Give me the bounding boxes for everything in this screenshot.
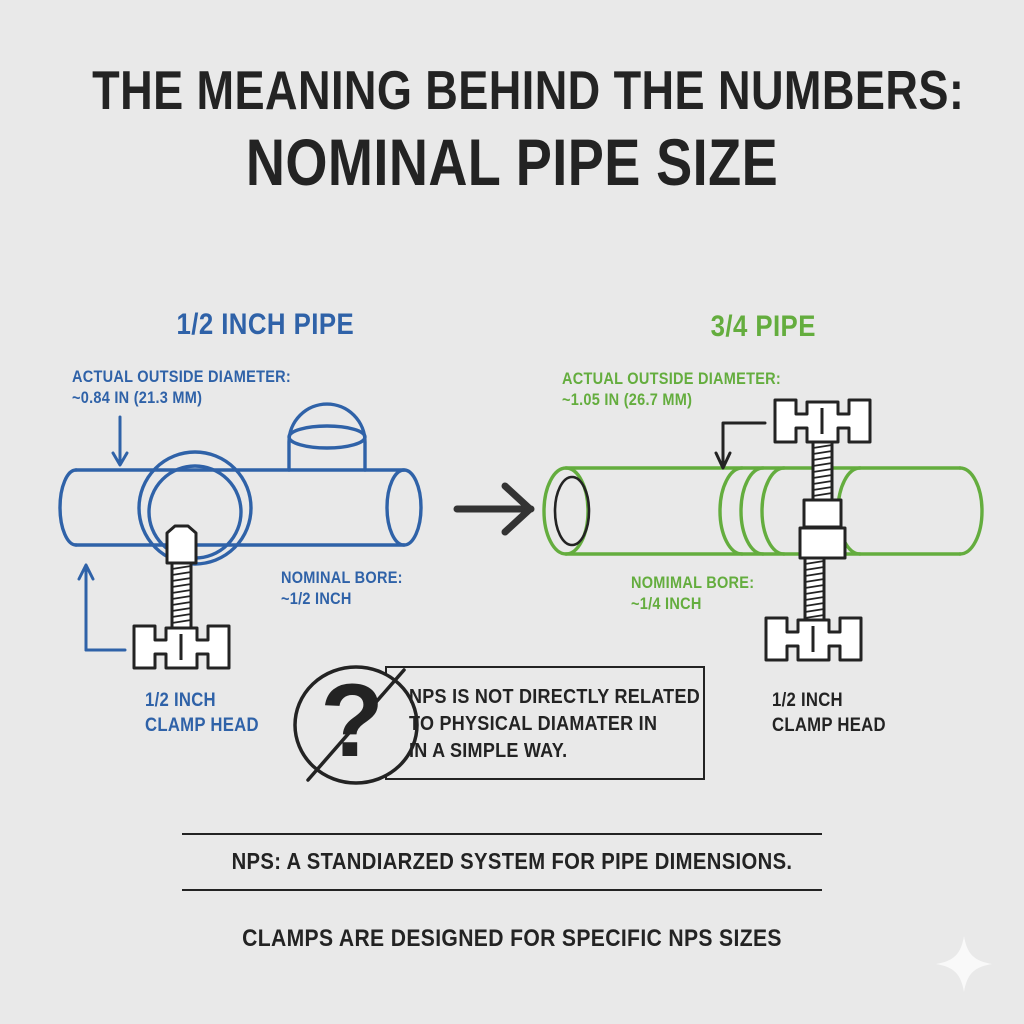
no-question-mark-icon: ? <box>293 663 419 785</box>
footer-divider-bottom <box>182 889 822 891</box>
od-arrow-head-left <box>111 451 129 467</box>
right-pipe-assembly <box>542 466 984 556</box>
bolt-threads-right-top <box>812 444 833 497</box>
bolt-head-left <box>165 524 198 565</box>
callout-line-2: TO PHYSICAL DIAMATER IN <box>409 713 658 735</box>
clamp-head-right-bottom <box>764 616 863 662</box>
clamp-head-right-top <box>773 398 872 444</box>
sparkle-icon <box>936 936 992 992</box>
right-bore-value: ~1/4 INCH <box>631 595 702 613</box>
right-pipe-bore <box>553 475 591 547</box>
left-bore-value: ~1/2 INCH <box>281 590 352 608</box>
right-od-value: ~1.05 IN (26.7 MM) <box>562 391 693 409</box>
left-bore-label: NOMINAL BORE: <box>281 569 403 587</box>
left-clamp-label-line-2: CLAMP HEAD <box>145 715 259 736</box>
right-annotation-arrow <box>714 421 767 470</box>
poster-title: THE MEANING BEHIND THE NUMBERS: NOMINAL … <box>0 60 1024 200</box>
callout-line-1: NPS IS NOT DIRECTLY RELATED <box>409 686 700 708</box>
footer-statement-2: CLAMPS ARE DESIGNED FOR SPECIFIC NPS SIZ… <box>242 925 782 952</box>
bolt-head-right-bottom <box>798 526 847 560</box>
footer-statement-1: NPS: A STANDIARZED SYSTEM FOR PIPE DIMEN… <box>231 848 793 874</box>
left-annotation-arrows <box>77 415 129 652</box>
right-clamp-label-line-2: CLAMP HEAD <box>772 715 886 736</box>
left-clamp-hardware <box>132 524 231 670</box>
left-od-label: ACTUAL OUTSIDE DIAMETER: <box>72 368 292 386</box>
left-outside-diameter-annotation: ACTUAL OUTSIDE DIAMETER: ~0.84 IN (21.3 … <box>72 367 291 409</box>
callout-line-3: IN A SIMPLE WAY. <box>409 740 568 762</box>
right-clamp-head-label: 1/2 INCH CLAMP HEAD <box>772 688 886 738</box>
bolt-threads-left <box>171 565 192 624</box>
bolt-threads-right-bottom <box>804 560 825 619</box>
right-clamp-label-line-1: 1/2 INCH <box>772 690 843 711</box>
left-nominal-bore-annotation: NOMINAL BORE: ~1/2 INCH <box>281 568 403 610</box>
bolt-shank-right-bottom <box>803 556 826 622</box>
svg-text:?: ? <box>320 663 384 779</box>
footer-divider-top <box>182 833 822 835</box>
title-line-1: THE MEANING BEHIND THE NUMBERS: <box>92 59 965 121</box>
right-upper-clamp-hardware <box>773 398 872 529</box>
left-clamp-head-label: 1/2 INCH CLAMP HEAD <box>145 688 259 738</box>
arrow-right-icon <box>453 482 535 536</box>
callout-text: NPS IS NOT DIRECTLY RELATED TO PHYSICAL … <box>409 684 700 765</box>
left-pipe-assembly <box>58 402 423 566</box>
clamp-leader-head-left <box>77 563 95 581</box>
left-panel-heading: 1/2 INCH PIPE <box>176 308 355 341</box>
left-od-value: ~0.84 IN (21.3 MM) <box>72 389 203 407</box>
bolt-head-right-top <box>802 498 843 529</box>
right-nominal-bore-annotation: NOMIMAL BORE: ~1/4 INCH <box>631 573 754 615</box>
bolt-shank-right-top <box>811 440 834 502</box>
bolt-shank-left <box>170 561 193 630</box>
left-clamp-label-line-1: 1/2 INCH <box>145 690 216 711</box>
right-outside-diameter-annotation: ACTUAL OUTSIDE DIAMETER: ~1.05 IN (26.7 … <box>562 369 781 411</box>
right-lower-clamp-hardware <box>764 526 863 662</box>
right-bore-label: NOMIMAL BORE: <box>631 574 755 592</box>
clamp-head-left <box>132 624 231 670</box>
title-line-2: NOMINAL PIPE SIZE <box>245 125 779 199</box>
right-od-label: ACTUAL OUTSIDE DIAMETER: <box>562 370 782 388</box>
right-panel-heading: 3/4 PIPE <box>710 310 816 343</box>
